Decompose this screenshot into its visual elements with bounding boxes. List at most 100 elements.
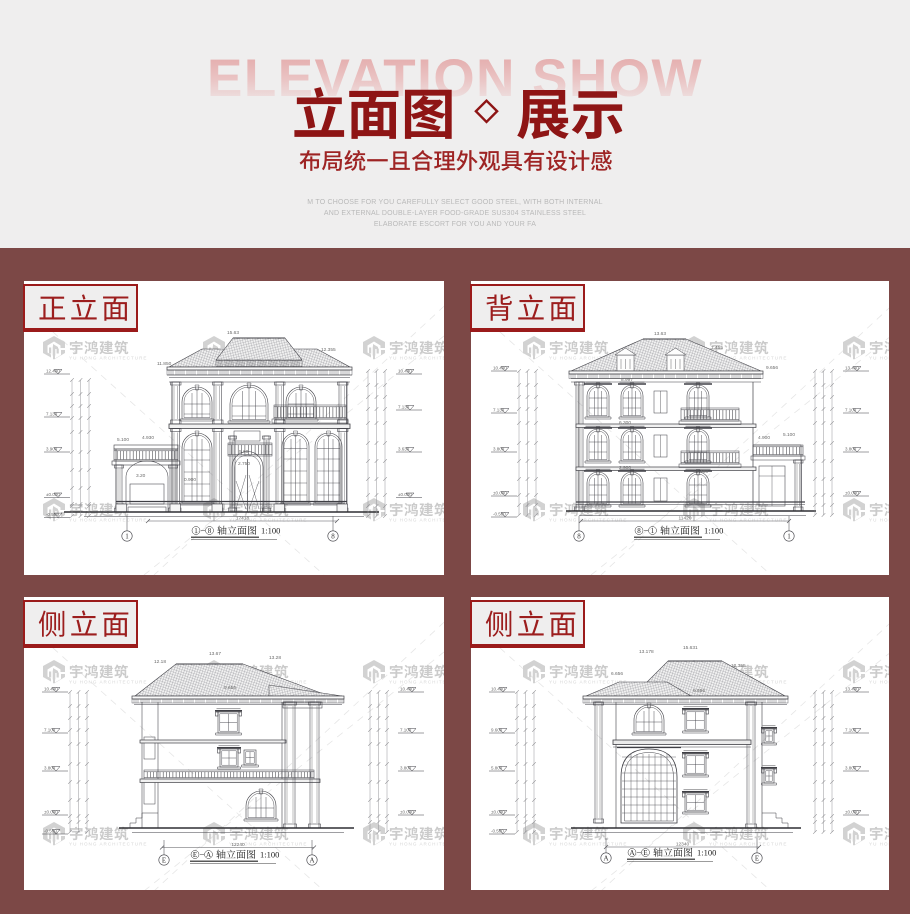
svg-text:YU HONG ARCHITECTURE: YU HONG ARCHITECTURE (69, 518, 147, 523)
svg-text:10.400: 10.400 (44, 687, 58, 692)
svg-text:7.130: 7.130 (493, 408, 505, 413)
svg-text:-0.500: -0.500 (44, 829, 57, 834)
svg-text:A: A (629, 849, 634, 857)
svg-text:YU HONG ARCHITECTURE: YU HONG ARCHITECTURE (549, 842, 627, 847)
svg-text:YU HONG ARCHITECTURE: YU HONG ARCHITECTURE (869, 518, 889, 523)
svg-text:YU HONG ARCHITECTURE: YU HONG ARCHITECTURE (869, 680, 889, 685)
svg-text:AND EXTERNAL DOUBLE-LAYER FOOD: AND EXTERNAL DOUBLE-LAYER FOOD-GRADE SUS… (324, 210, 586, 217)
svg-text:1: 1 (125, 532, 129, 540)
svg-text:13.67: 13.67 (209, 651, 221, 657)
svg-text:±0.000: ±0.000 (46, 492, 60, 497)
svg-text:1: 1 (787, 532, 791, 540)
svg-text:4.900: 4.900 (758, 435, 770, 441)
svg-text:YU HONG ARCHITECTURE: YU HONG ARCHITECTURE (389, 842, 444, 847)
svg-text:9.656: 9.656 (766, 365, 778, 371)
svg-text:2.400: 2.400 (696, 469, 708, 475)
svg-text:1:100: 1:100 (697, 848, 716, 858)
svg-text:13.400: 13.400 (845, 687, 859, 692)
svg-text:YU HONG ARCHITECTURE: YU HONG ARCHITECTURE (69, 680, 147, 685)
svg-text:8: 8 (331, 532, 335, 540)
svg-text:12.400: 12.400 (46, 369, 60, 374)
svg-text:15.631: 15.631 (683, 645, 698, 651)
svg-text:YU HONG ARCHITECTURE: YU HONG ARCHITECTURE (709, 842, 787, 847)
svg-text:YU HONG ARCHITECTURE: YU HONG ARCHITECTURE (549, 518, 627, 523)
svg-text:10.400: 10.400 (493, 366, 507, 371)
svg-text:-0.500: -0.500 (46, 512, 59, 517)
svg-text:2.900: 2.900 (619, 465, 631, 471)
svg-text:6.300: 6.300 (619, 420, 631, 426)
svg-text:3.800: 3.800 (845, 766, 857, 771)
svg-text:-0.500: -0.500 (493, 512, 506, 517)
svg-text:±0.000: ±0.000 (845, 491, 859, 496)
svg-text:13.400: 13.400 (845, 366, 859, 371)
svg-text:1: 1 (651, 527, 655, 535)
svg-text:13.178: 13.178 (639, 649, 654, 655)
svg-text:3.800: 3.800 (400, 766, 412, 771)
svg-text:M TO CHOOSE FOR YOU CAREFULLY: M TO CHOOSE FOR YOU CAREFULLY SELECT GOO… (307, 199, 602, 206)
svg-text:A: A (206, 851, 211, 859)
svg-text:E: E (193, 851, 197, 859)
svg-text:12240: 12240 (231, 842, 245, 848)
svg-text:3.20: 3.20 (136, 473, 146, 479)
svg-text:12.355: 12.355 (321, 347, 336, 353)
svg-text:10.400: 10.400 (400, 687, 414, 692)
svg-text:±0.000: ±0.000 (398, 492, 412, 497)
svg-text:13.28: 13.28 (269, 655, 281, 661)
svg-text:6.656: 6.656 (611, 671, 623, 677)
svg-text:1:100: 1:100 (260, 850, 279, 860)
svg-text:-0.500: -0.500 (491, 829, 504, 834)
svg-text:7.100: 7.100 (845, 728, 857, 733)
svg-text:10.400: 10.400 (491, 687, 505, 692)
svg-text:7.455: 7.455 (711, 345, 723, 351)
svg-text:8: 8 (208, 527, 212, 535)
svg-text:3.800: 3.800 (493, 447, 505, 452)
svg-text:A: A (309, 856, 314, 864)
svg-text:5.60: 5.60 (239, 449, 249, 455)
svg-text:7.100: 7.100 (44, 728, 56, 733)
svg-text:YU HONG ARCHITECTURE: YU HONG ARCHITECTURE (869, 842, 889, 847)
svg-text:11.850: 11.850 (157, 361, 172, 367)
svg-text:5.100: 5.100 (783, 432, 795, 438)
svg-text:9.656: 9.656 (693, 688, 705, 694)
svg-text:YU HONG ARCHITECTURE: YU HONG ARCHITECTURE (69, 842, 147, 847)
svg-text:9.600: 9.600 (491, 728, 503, 733)
svg-text:4.930: 4.930 (142, 435, 154, 441)
svg-text:9.656: 9.656 (224, 685, 236, 691)
svg-text:12340: 12340 (676, 842, 690, 848)
svg-text:YU HONG ARCHITECTURE: YU HONG ARCHITECTURE (389, 680, 444, 685)
svg-text:ELABORATE ESCORT FOR YOU AND Y: ELABORATE ESCORT FOR YOU AND YOUR FA (374, 221, 536, 228)
svg-text:3.800: 3.800 (44, 766, 56, 771)
svg-text:0.900: 0.900 (184, 477, 196, 483)
svg-text:8.997: 8.997 (621, 377, 633, 383)
svg-text:3.800: 3.800 (845, 447, 857, 452)
svg-text:13.63: 13.63 (654, 331, 666, 337)
svg-text:YU HONG ARCHITECTURE: YU HONG ARCHITECTURE (549, 680, 627, 685)
svg-text:E: E (643, 849, 647, 857)
svg-text:12.355: 12.355 (731, 663, 746, 669)
svg-text:11420: 11420 (679, 516, 692, 522)
svg-text:YU HONG ARCHITECTURE: YU HONG ARCHITECTURE (709, 518, 787, 523)
svg-text:YU HONG ARCHITECTURE: YU HONG ARCHITECTURE (229, 518, 307, 523)
svg-text:±0.000: ±0.000 (845, 810, 859, 815)
svg-text:17418: 17418 (236, 516, 250, 522)
svg-text:YU HONG ARCHITECTURE: YU HONG ARCHITECTURE (869, 356, 889, 361)
svg-text:5.100: 5.100 (117, 437, 129, 443)
svg-text:YU HONG ARCHITECTURE: YU HONG ARCHITECTURE (389, 518, 444, 523)
svg-text:7.100: 7.100 (845, 408, 857, 413)
svg-text:7.100: 7.100 (400, 728, 412, 733)
svg-text:E: E (162, 856, 166, 864)
svg-text:1:100: 1:100 (704, 526, 723, 536)
svg-text:YU HONG ARCHITECTURE: YU HONG ARCHITECTURE (229, 842, 307, 847)
svg-text:5.800: 5.800 (491, 766, 503, 771)
svg-text:YU HONG ARCHITECTURE: YU HONG ARCHITECTURE (709, 356, 787, 361)
svg-text:10.430: 10.430 (398, 369, 412, 374)
svg-text:±0.000: ±0.000 (491, 810, 505, 815)
svg-text:A: A (603, 854, 608, 862)
svg-text:3.900: 3.900 (46, 447, 58, 452)
svg-text:12.18: 12.18 (154, 659, 166, 665)
svg-text:±0.000: ±0.000 (493, 491, 507, 496)
svg-text:E: E (755, 854, 759, 862)
svg-text:1:100: 1:100 (261, 526, 280, 536)
svg-text:3.630: 3.630 (398, 447, 410, 452)
svg-text:1: 1 (194, 527, 198, 535)
